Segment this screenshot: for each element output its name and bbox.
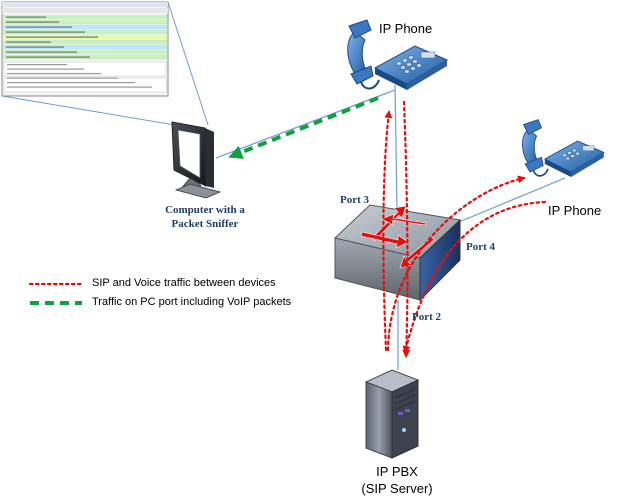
computer-label: Computer with a Packet Sniffer — [150, 203, 260, 231]
pbx-label-line1: IP PBX — [376, 464, 418, 479]
detail-line — [7, 77, 118, 79]
packet-row-text — [6, 56, 90, 58]
computer-label-line1: Computer with a — [165, 204, 245, 216]
traffic-pbx-to-phone — [382, 110, 393, 352]
detail-line — [7, 82, 135, 84]
packet-row-text — [6, 16, 46, 18]
traffic-pbx-to-phone-right — [386, 175, 526, 352]
detail-line — [7, 86, 152, 88]
port2-label: Port 2 — [412, 311, 442, 323]
port4-label: Port 4 — [466, 241, 496, 253]
legend-red-label: SIP and Voice traffic between devices — [92, 277, 276, 289]
pc-port-traffic-line — [228, 96, 379, 159]
detail-line — [7, 68, 84, 70]
legend-swatches — [28, 282, 84, 305]
pbx-label-line2: (SIP Server) — [361, 481, 433, 496]
port3-label: Port 3 — [340, 194, 370, 206]
packet-row-text — [6, 36, 98, 38]
packet-row-text — [6, 21, 59, 23]
traffic-phone-right-to-pbx — [402, 200, 547, 354]
sip-voice-traffic-lines — [382, 100, 547, 358]
detail-line — [7, 73, 101, 75]
ip-phone-top-label: IP Phone — [379, 21, 433, 36]
traffic-phone-to-pbx — [402, 100, 411, 358]
computer-monitor-icon — [171, 121, 222, 199]
packet-row — [3, 25, 167, 30]
packet-row-text — [6, 46, 64, 48]
network-switch-icon — [333, 204, 462, 302]
packet-row-text — [6, 41, 51, 43]
ip-phone-right-label: IP Phone — [548, 203, 602, 218]
ip-phone-right-icon — [522, 119, 605, 178]
server-tower-icon — [364, 369, 420, 459]
ip-phone-top-icon — [347, 19, 449, 90]
computer-label-line2: Packet Sniffer — [171, 218, 239, 230]
packet-row-text — [6, 51, 77, 53]
packet-row-text — [6, 31, 85, 33]
pbx-label: IP PBX (SIP Server) — [342, 463, 452, 497]
detail-line — [7, 64, 67, 66]
link-phone-top-switch — [394, 84, 398, 211]
sniffer-screenshot-thumbnail — [1, 1, 209, 126]
packet-row — [3, 15, 167, 20]
packet-row — [3, 50, 167, 55]
link-phone-pc — [215, 89, 396, 159]
legend-green-label: Traffic on PC port including VoIP packet… — [92, 296, 292, 308]
packet-row-text — [6, 26, 72, 28]
packet-row — [3, 45, 167, 50]
packet-row — [3, 20, 167, 25]
packet-row — [3, 40, 167, 45]
